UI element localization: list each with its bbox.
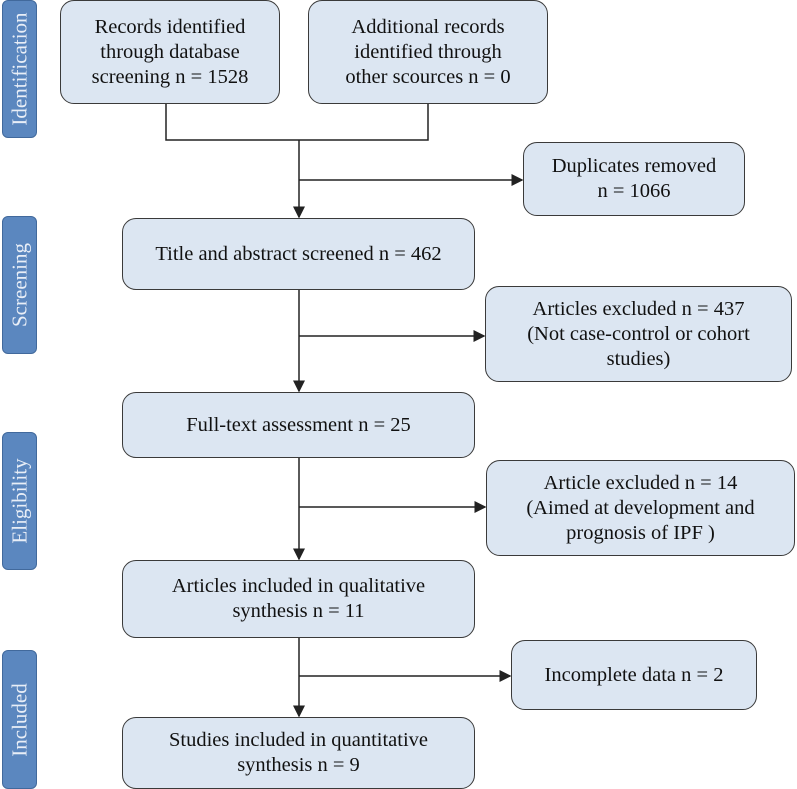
box-duplicates: Duplicates removed n = 1066 <box>523 142 745 216</box>
box-excluded-2: Article excluded n = 14 (Aimed at develo… <box>486 460 795 556</box>
box-quantitative: Studies included in quantitative synthes… <box>122 717 475 789</box>
box-excluded-1: Articles excluded n = 437 (Not case-cont… <box>485 286 792 382</box>
stage-eligibility: Eligibility <box>2 432 37 570</box>
box-title-abstract: Title and abstract screened n = 462 <box>122 218 475 290</box>
stage-included: Included <box>2 650 37 789</box>
box-qualitative: Articles included in qualitative synthes… <box>122 560 475 638</box>
box-other-records: Additional records identified through ot… <box>308 0 548 104</box>
merge-line <box>165 104 429 141</box>
box-full-text: Full-text assessment n = 25 <box>122 392 475 458</box>
box-incomplete: Incomplete data n = 2 <box>511 640 757 710</box>
stage-identification: Identification <box>2 0 37 138</box>
box-database-records: Records identified through database scre… <box>60 0 280 104</box>
stage-screening: Screening <box>2 216 37 354</box>
